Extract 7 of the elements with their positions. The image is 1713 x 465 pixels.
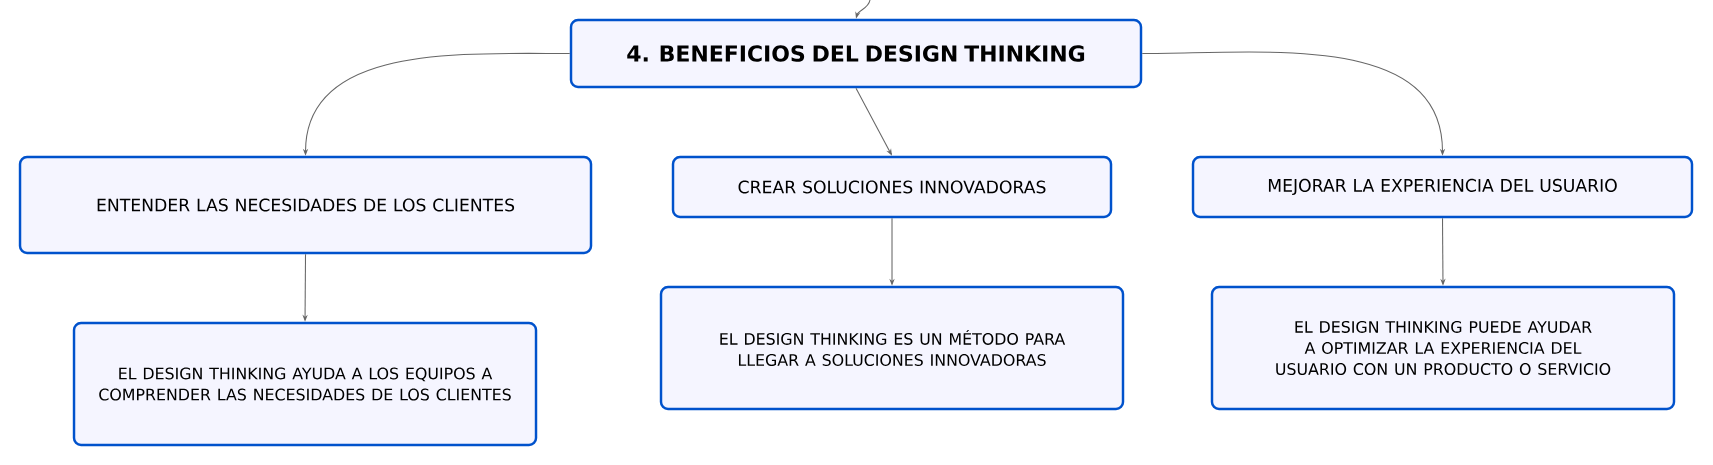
detail-box: EL DESIGN THINKING ES UN MÉTODO PARA LLEGAR A SOLUCIONES INNOVADORAS: [659, 285, 1125, 411]
topic-box: CREAR SOLUCIONES INNOVADORAS: [671, 155, 1113, 219]
detail-box: EL DESIGN THINKING AYUDA A LOS EQUIPOS A COMPRENDER LAS NECESIDADES DE LOS CLIENTES: [72, 321, 538, 447]
topic-box: MEJORAR LA EXPERIENCIA DEL USUARIO: [1191, 155, 1694, 219]
title-box: 4. BENEFICIOS DEL DESIGN THINKING: [569, 18, 1143, 89]
detail-box: EL DESIGN THINKING PUEDE AYUDAR A OPTIMIZAR LA EXPERIENCIA DEL USUARIO CON UN PRODUCTO O SERVICIO: [1210, 285, 1676, 411]
topic-box: ENTENDER LAS NECESIDADES DE LOS CLIENTES: [18, 155, 593, 255]
